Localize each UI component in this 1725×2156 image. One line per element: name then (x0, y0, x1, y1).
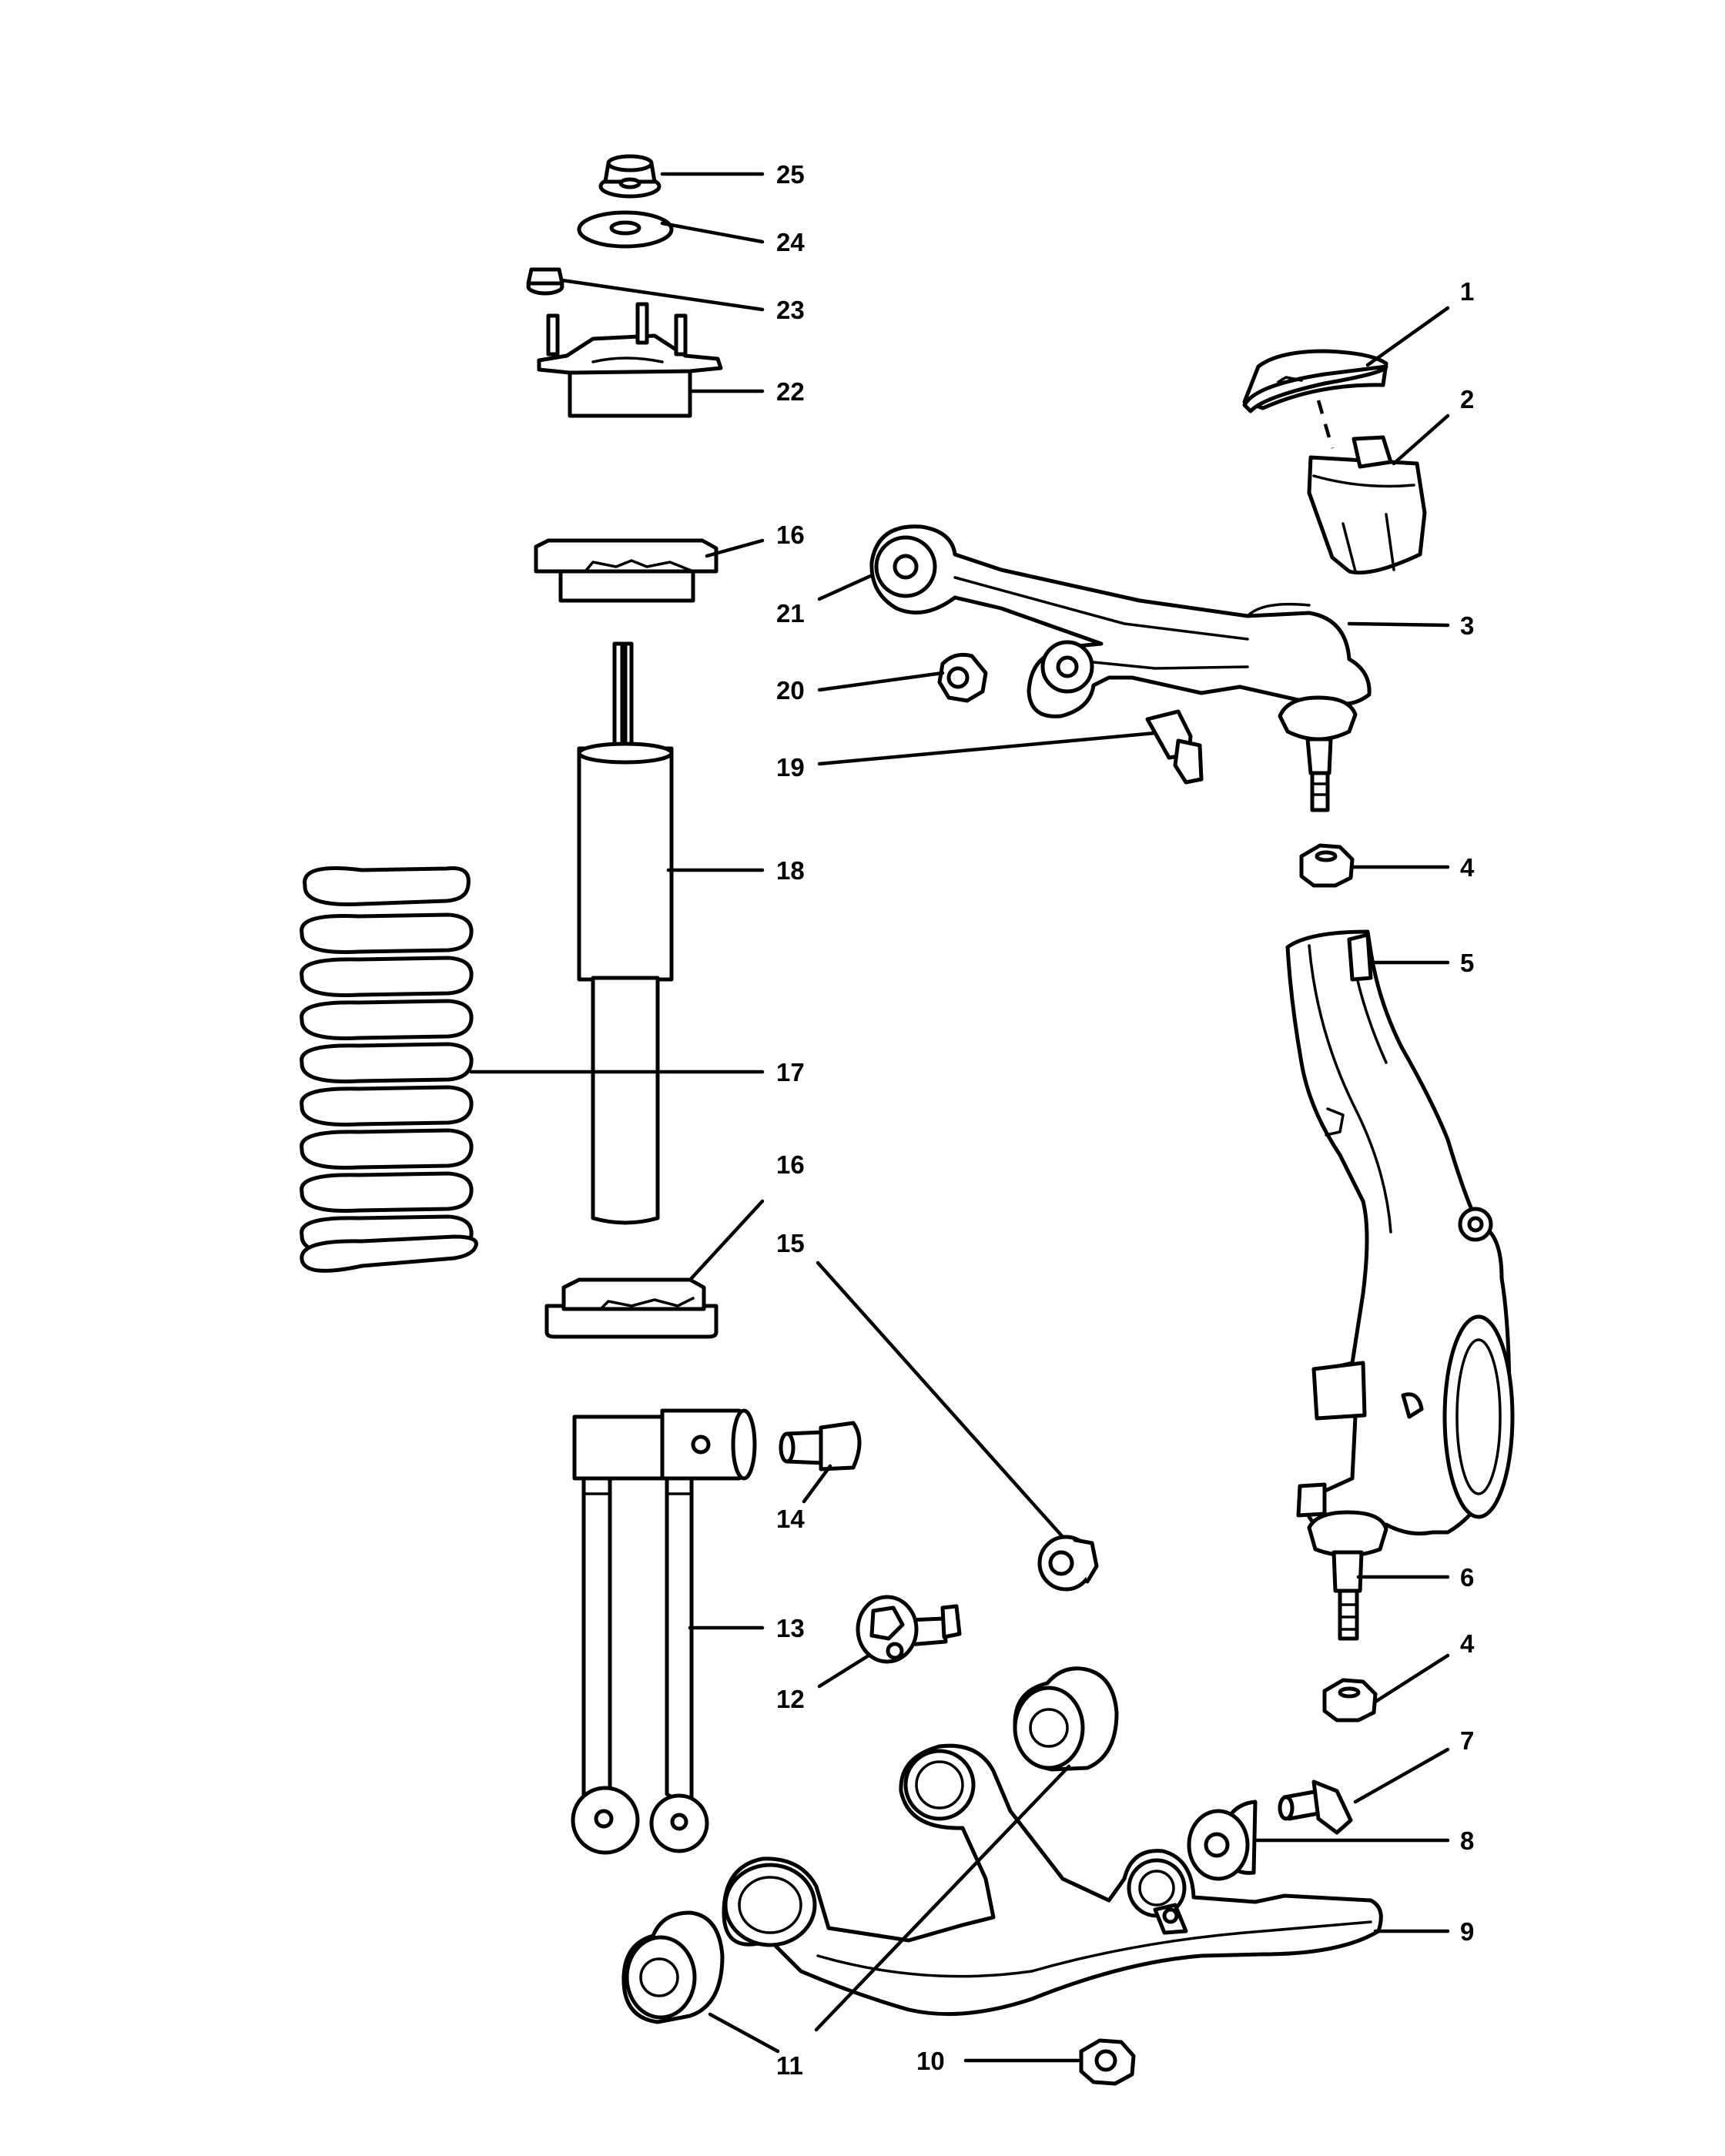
callout-7: 7 (1460, 1726, 1474, 1755)
callout-11: 11 (776, 2051, 803, 2080)
leader-11-lower (708, 2012, 780, 2054)
callout-12: 12 (776, 1685, 805, 1713)
leader-15 (816, 1260, 1065, 1539)
part-13-strut-fork (571, 1408, 757, 1855)
part-24-washer (577, 210, 674, 249)
part-9-lower-control-arm (722, 1743, 1383, 2017)
part-11-bushing-upper (1013, 1666, 1119, 1772)
callout-25: 25 (776, 160, 805, 189)
leader-20 (817, 671, 945, 692)
callout-13: 13 (776, 1614, 805, 1642)
part-11-bushing-lower (621, 1910, 725, 2024)
part-5-steering-knuckle (1285, 929, 1515, 1542)
callout-17: 17 (776, 1058, 805, 1086)
part-10-nut (1079, 2038, 1136, 2086)
leader-23 (560, 278, 765, 312)
callout-3: 3 (1460, 611, 1474, 640)
callout-4-lower: 4 (1460, 1629, 1475, 1658)
leader-4-lower (1373, 1653, 1450, 1704)
callout-2: 2 (1460, 385, 1474, 413)
part-4-nut-lower (1322, 1678, 1378, 1722)
callout-18: 18 (776, 856, 805, 885)
part-6-lower-ball-joint (1307, 1510, 1388, 1641)
callout-8: 8 (1460, 1826, 1474, 1855)
callout-1: 1 (1460, 277, 1474, 306)
callout-9: 9 (1460, 1917, 1474, 1946)
callout-20: 20 (776, 676, 805, 705)
callout-6: 6 (1460, 1563, 1474, 1592)
leader-16-lower (689, 1199, 765, 1281)
leader-14 (802, 1464, 832, 1504)
part-22-strut-mount (537, 302, 723, 418)
part-19-bolt (1145, 709, 1204, 785)
leader-12 (817, 1653, 871, 1689)
part-20-nut (937, 652, 988, 703)
part-8-bushing (1187, 1799, 1258, 1881)
part-15-nut (1037, 1535, 1099, 1592)
callout-5: 5 (1460, 949, 1474, 977)
part-1-retainer (1242, 349, 1388, 413)
part-4-nut-upper (1299, 843, 1355, 888)
part-18-shock-absorber (577, 641, 674, 1225)
callout-16-lower: 16 (776, 1150, 805, 1179)
callout-24: 24 (776, 228, 805, 256)
part-2-jounce-bumper (1307, 435, 1427, 575)
callout-14: 14 (776, 1505, 805, 1533)
callout-21: 21 (776, 599, 805, 628)
callout-15: 15 (776, 1229, 805, 1257)
leader-2 (1392, 413, 1450, 466)
leader-3 (1347, 621, 1450, 628)
leader-11-upper (814, 1764, 1071, 2032)
callout-4-upper: 4 (1460, 853, 1475, 882)
part-7-bolt (1278, 1779, 1353, 1835)
callout-10: 10 (916, 2047, 945, 2075)
callout-23: 23 (776, 296, 805, 324)
part-16-upper-spring-seat (534, 538, 718, 603)
part-16-lower-spring-seat (544, 1277, 718, 1339)
part-17-coil-spring (300, 865, 478, 1273)
part-25-flange-nut (598, 154, 662, 199)
callout-22: 22 (776, 377, 805, 406)
part-3-upper-control-arm (869, 524, 1372, 812)
leader-16-upper (705, 538, 765, 558)
leader-19 (817, 731, 1157, 766)
dashed-line-1-2 (1316, 400, 1335, 449)
callout-19: 19 (776, 753, 805, 782)
leader-7 (1353, 1747, 1450, 1804)
leader-1 (1365, 306, 1450, 367)
part-23-nut (526, 267, 564, 296)
part-14-bolt (779, 1421, 862, 1471)
leader-24 (660, 221, 765, 244)
callout-16-upper: 16 (776, 521, 805, 549)
part-12-cam-bolt (856, 1595, 962, 1664)
